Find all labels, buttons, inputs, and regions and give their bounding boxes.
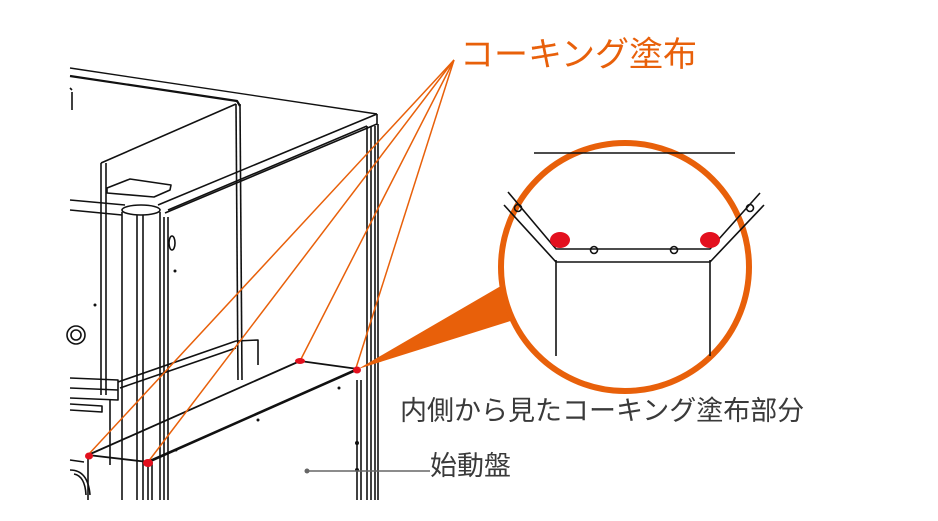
caulking-applied-label: コーキング塗布 — [460, 35, 697, 75]
starter-panel-label: 始動盤 — [430, 451, 511, 482]
inside-view-label: 内側から見たコーキング塗布部分 — [400, 396, 805, 427]
caulk-points — [85, 358, 361, 467]
